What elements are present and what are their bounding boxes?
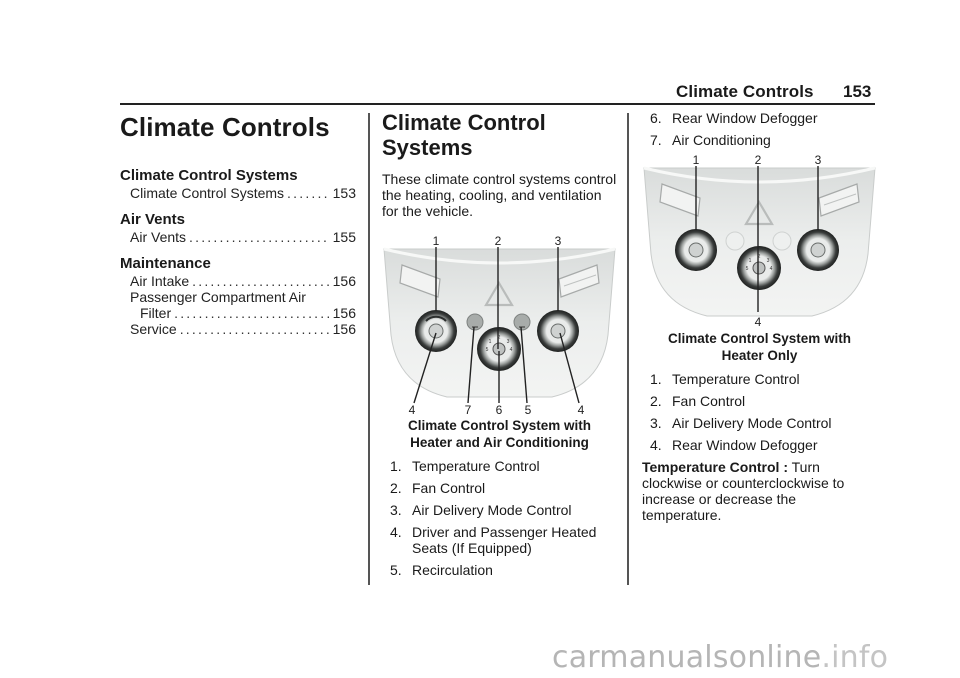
list-item: 6.Rear Window Defogger: [650, 110, 818, 126]
callout-number: 4: [409, 403, 416, 415]
panel-bezel: [643, 167, 876, 317]
climate-panel-ac-illustration: 1 2 3 4 7 6 5 4 1 2 3 4 5: [383, 235, 616, 415]
figure-heater-only: 1 2 3 4 1 2 3 4 5 Climate Control System…: [642, 154, 877, 364]
callout-number: 2: [495, 235, 502, 248]
fan-speed-label: 1: [749, 258, 752, 264]
dot-leader: ........................................…: [287, 185, 330, 201]
blank-button: [772, 231, 792, 251]
callout-number: 2: [755, 154, 762, 167]
toc-entry[interactable]: Air Vents ..............................…: [130, 229, 356, 245]
toc-section-heading[interactable]: Air Vents: [120, 211, 186, 228]
intro-paragraph: These climate control systems control th…: [382, 171, 617, 219]
toc-entry-line1[interactable]: Passenger Compartment Air: [130, 289, 306, 305]
toc-section-heading[interactable]: Maintenance: [120, 255, 211, 272]
page-number: 153: [843, 82, 872, 101]
ac-legend-list-continued: 6.Rear Window Defogger 7.Air Conditionin…: [642, 110, 877, 148]
fan-speed-label: 4: [510, 347, 513, 353]
list-item: 7.Air Conditioning: [650, 132, 771, 148]
left-air-vent: [399, 264, 441, 298]
dot-leader: ........................................…: [189, 229, 330, 245]
dot-leader: ........................................…: [174, 305, 330, 321]
running-header-title: Climate Controls: [676, 82, 814, 101]
toc-entry[interactable]: Filter .................................…: [140, 305, 356, 321]
recirculation-button: [513, 313, 531, 331]
toc-entry[interactable]: Air Intake .............................…: [130, 273, 356, 289]
callout-number: 4: [578, 403, 585, 415]
callout-number: 6: [496, 403, 503, 415]
air-conditioning-button: [466, 313, 484, 331]
temperature-control-paragraph: Temperature Control : Turn clockwise or …: [642, 459, 845, 523]
callout-number: 5: [525, 403, 532, 415]
callout-number: 7: [465, 403, 472, 415]
header-rule: [120, 103, 875, 105]
fan-speed-label: 3: [507, 339, 510, 345]
list-item: 3.Air Delivery Mode Control: [650, 415, 832, 431]
toc-entry[interactable]: Service ................................…: [130, 321, 356, 337]
fan-speed-label: 1: [489, 339, 492, 345]
column-2: Climate Control Systems These climate co…: [382, 108, 617, 584]
column-3: 6.Rear Window Defogger 7.Air Conditionin…: [642, 110, 877, 523]
fan-speed-label: 5: [746, 266, 749, 272]
callout-number: 1: [693, 154, 700, 167]
callout-number: 3: [555, 235, 562, 248]
callout-number: 3: [815, 154, 822, 167]
list-item: 4.Driver and Passenger Heated Seats (If …: [390, 524, 597, 556]
blank-button: [725, 231, 745, 251]
left-air-vent: [659, 183, 701, 217]
climate-panel-heater-illustration: 1 2 3 4 1 2 3 4 5: [643, 154, 876, 329]
watermark: carmanualsonline.info: [552, 640, 889, 675]
list-item: 3.Air Delivery Mode Control: [390, 502, 572, 518]
dot-leader: ........................................…: [179, 321, 330, 337]
list-item: 1.Temperature Control: [390, 458, 540, 474]
fan-speed-label: 4: [770, 266, 773, 272]
toc-section-heading[interactable]: Climate Control Systems: [120, 167, 298, 184]
fan-speed-label: 2: [498, 335, 501, 341]
list-item: 2.Fan Control: [650, 393, 746, 409]
fan-speed-label: 2: [758, 254, 761, 260]
list-item: 2.Fan Control: [390, 480, 486, 496]
callout-number: 1: [433, 235, 440, 248]
dot-leader: ........................................…: [192, 273, 330, 289]
column-divider: [627, 113, 629, 585]
list-item: 1.Temperature Control: [650, 371, 800, 387]
fan-speed-label: 3: [767, 258, 770, 264]
list-item: 4.Rear Window Defogger: [650, 437, 818, 453]
ac-legend-list: 1.Temperature Control 2.Fan Control 3.Ai…: [382, 458, 617, 578]
figure-caption: Climate Control System with Heater and A…: [407, 418, 592, 450]
callout-number: 4: [755, 315, 762, 329]
fan-speed-label: 5: [486, 347, 489, 353]
panel-bezel: [383, 248, 616, 398]
hazard-button-icon: [744, 199, 774, 226]
list-item: 5.Recirculation: [390, 562, 493, 578]
toc-entry[interactable]: Climate Control Systems ................…: [130, 185, 356, 201]
column-divider: [368, 113, 370, 585]
hazard-button-icon: [484, 280, 514, 307]
heater-legend-list: 1.Temperature Control 2.Fan Control 3.Ai…: [642, 371, 877, 453]
figure-caption: Climate Control System with Heater Only: [667, 331, 852, 363]
section-title: Climate Control Systems: [382, 110, 546, 160]
chapter-toc: Climate Controls Climate Control Systems…: [120, 108, 356, 337]
chapter-title: Climate Controls: [120, 112, 330, 142]
figure-heater-ac: 1 2 3 4 7 6 5 4 1 2 3 4 5 Climate Contro…: [382, 235, 617, 451]
